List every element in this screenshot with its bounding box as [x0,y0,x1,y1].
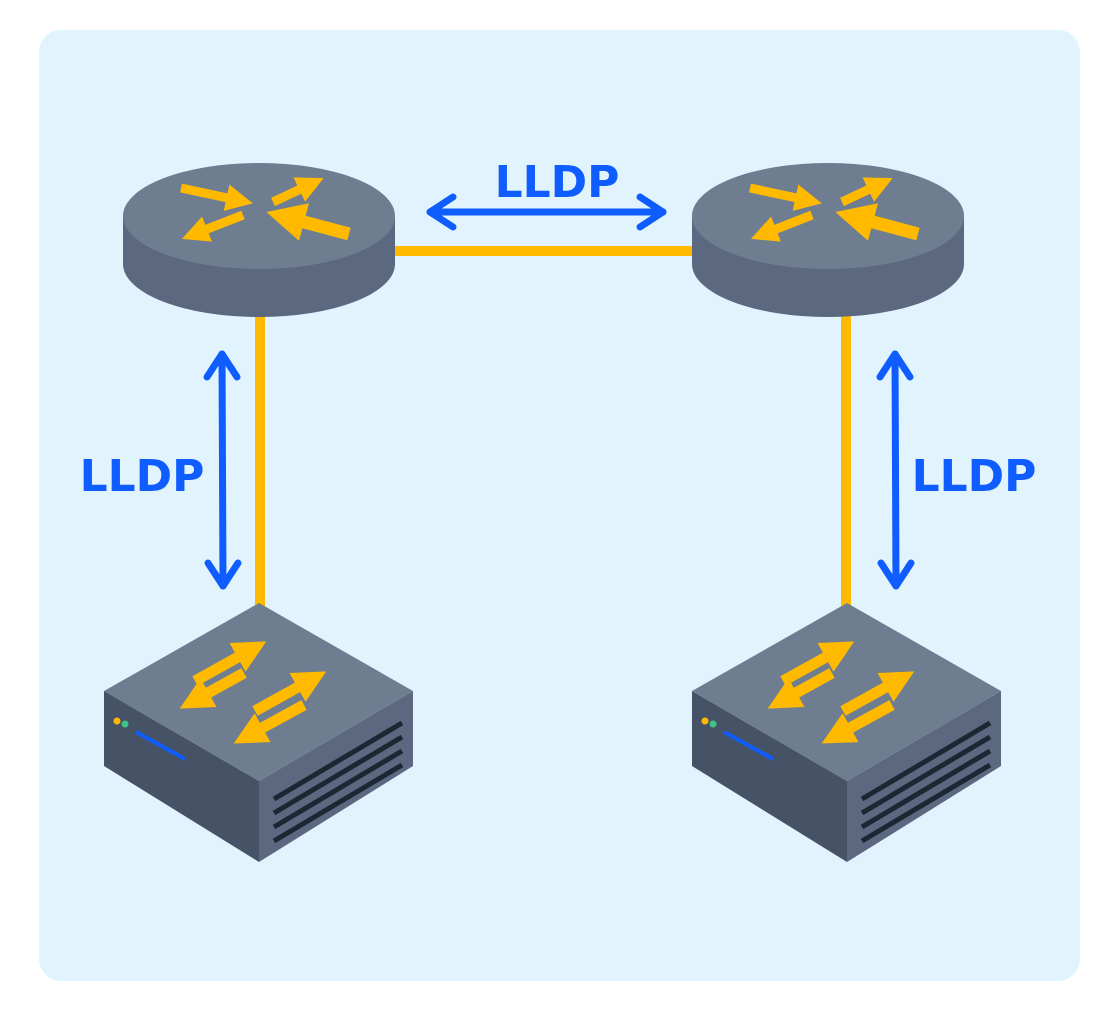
double-arrow-icon-right [876,350,915,590]
switch-icon-right [692,603,1001,862]
router-icon-right [692,163,964,317]
double-arrow-icon-top [426,193,667,231]
lldp-label-right: LLDP [912,451,1037,502]
switch-icon-left [104,603,413,862]
lldp-label-top: LLDP [495,157,620,208]
lldp-label-left: LLDP [80,451,205,502]
router-icon-left [123,163,395,317]
link-lines [255,246,851,608]
double-arrow-icon-left [203,350,242,590]
